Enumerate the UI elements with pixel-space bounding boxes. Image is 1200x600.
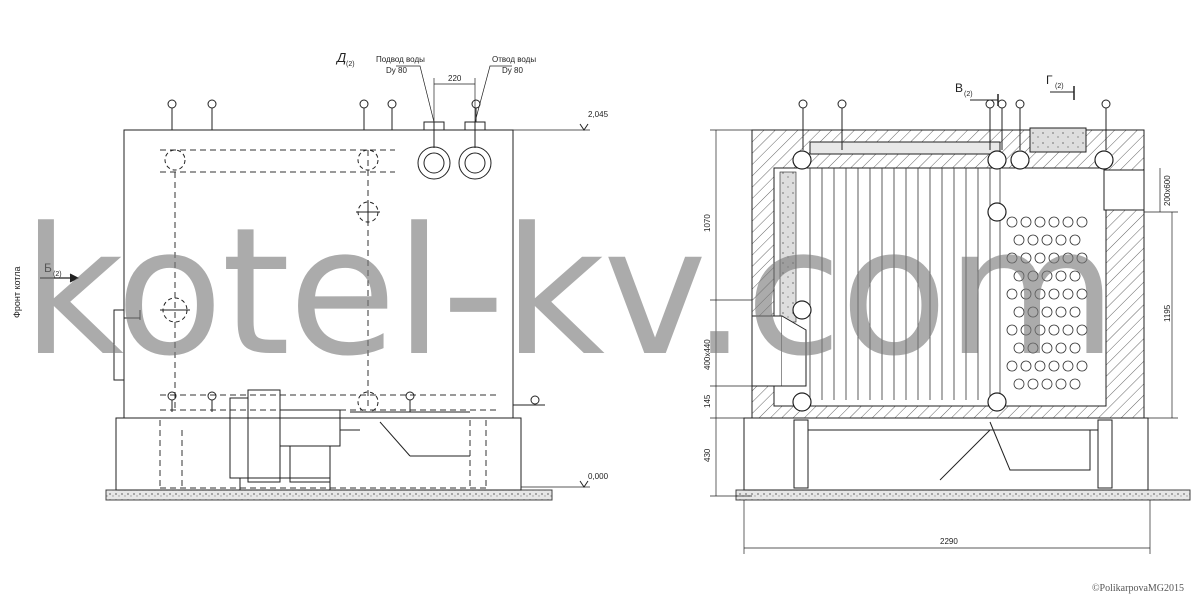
copyright-text: ©PolikarpovaMG2015 [1091,583,1184,594]
base-right [743,417,1149,491]
water-outlet-size: Dy 80 [502,66,523,75]
boiler-front-label: Фронт котла [12,267,22,318]
fan-motor [229,389,470,491]
front-view [40,65,590,501]
base-left [115,417,522,491]
ground-left [105,489,553,501]
dim-430: 430 [703,448,712,462]
header-drums [792,150,1114,412]
dim-2290: 2290 [940,537,958,546]
level-zero-label: 0,000 [588,472,609,481]
water-supply-label: Подвод воды [376,55,425,64]
water-outlet-label: Отвод воды [492,55,536,64]
dim-200x600: 200х600 [1163,175,1172,206]
top-valves-front [167,99,481,130]
dim-1195: 1195 [1163,304,1172,322]
section-b-label: Б [44,261,52,275]
section-g-label: Г [1046,73,1053,87]
bottom-valves-front [167,391,545,412]
dim-220: 220 [448,74,462,83]
tube-field [809,168,1001,400]
dim-1070: 1070 [703,214,712,232]
section-v-label: В [955,81,963,95]
level-top-label: 2,045 [588,110,609,119]
section-g-sub: (2) [1055,83,1064,90]
water-supply-size: Dy 80 [386,66,407,75]
section-d-label: Д [335,50,346,65]
convective-bundle [1006,216,1088,390]
section-d-sub: (2) [346,61,355,68]
dim-145: 145 [703,394,712,408]
ground-right [735,489,1191,501]
dim-400x440: 400х440 [703,339,712,370]
section-v-sub: (2) [964,91,973,98]
boiler-body-front [123,129,514,419]
side-section [710,86,1191,554]
section-b-sub: (2) [53,271,62,278]
